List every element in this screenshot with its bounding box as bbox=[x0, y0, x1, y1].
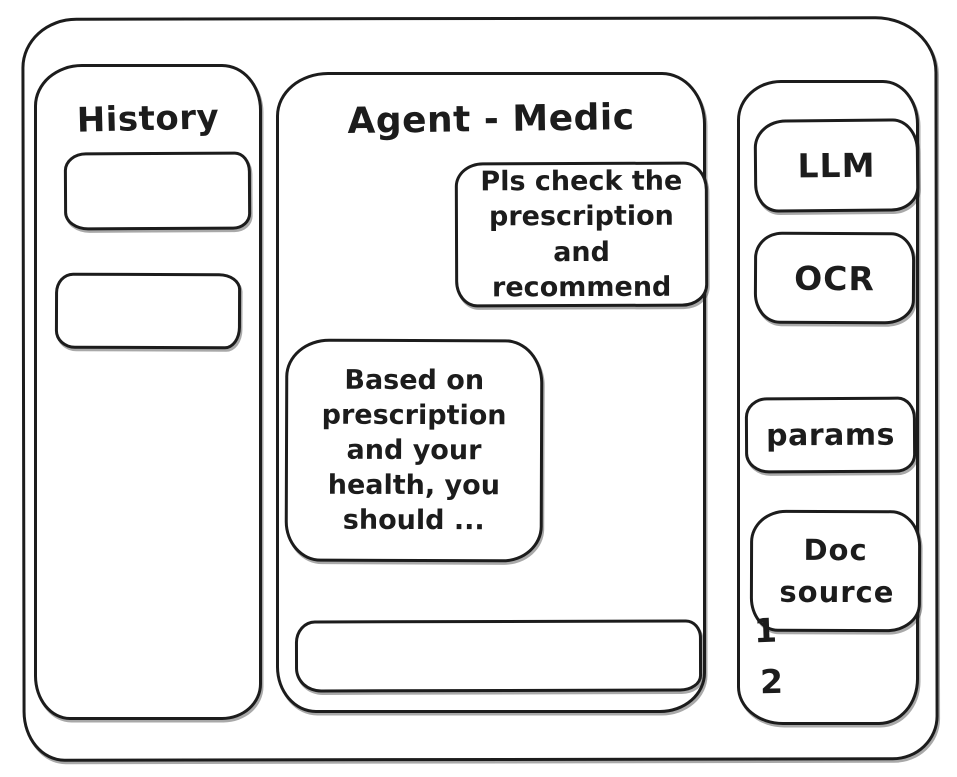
doc-source-list-item[interactable]: 2 bbox=[759, 661, 784, 702]
user-message-bubble: Pls check the prescription and recommend bbox=[454, 161, 709, 308]
params-button[interactable]: params bbox=[744, 396, 917, 474]
params-button-label: params bbox=[765, 417, 896, 453]
chat-title: Agent - Medic bbox=[347, 96, 635, 143]
history-title: History bbox=[76, 97, 220, 141]
doc-source-list-item[interactable]: 1 bbox=[753, 610, 778, 651]
history-item[interactable] bbox=[63, 151, 252, 231]
doc-source-button-label: Doc source bbox=[779, 532, 895, 610]
history-item[interactable] bbox=[54, 272, 242, 350]
chat-panel: Agent - Medic Pls check the prescription… bbox=[276, 72, 709, 713]
user-message-text: Pls check the prescription and recommend bbox=[480, 165, 683, 303]
tools-panel: LLM OCR params Doc source 1 2 bbox=[737, 80, 922, 725]
llm-button-label: LLM bbox=[797, 145, 876, 186]
llm-button[interactable]: LLM bbox=[753, 118, 920, 213]
message-input[interactable] bbox=[294, 619, 703, 693]
assistant-message-text: Based on prescription and your health, y… bbox=[321, 364, 507, 537]
history-panel: History bbox=[34, 64, 262, 720]
assistant-message-bubble: Based on prescription and your health, y… bbox=[284, 338, 544, 563]
ocr-button[interactable]: OCR bbox=[753, 231, 916, 325]
ocr-button-label: OCR bbox=[794, 258, 875, 298]
